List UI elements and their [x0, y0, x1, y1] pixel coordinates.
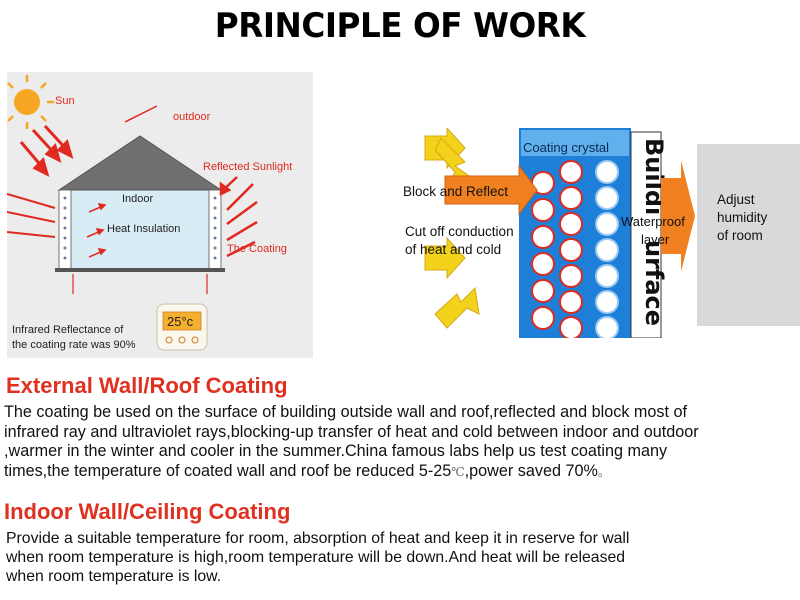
heat-insulation-label: Heat Insulation — [107, 223, 180, 235]
sun-icon — [7, 75, 54, 129]
paragraph-line: times,the temperature of coated wall and… — [4, 461, 610, 480]
adjust-label-1: Adjust — [717, 192, 755, 207]
left-side-arrows — [7, 193, 56, 238]
paragraph-line: when room temperature is low. — [6, 568, 222, 585]
paragraph-line: Provide a suitable temperature for room,… — [6, 530, 630, 547]
block-reflect-arrow — [444, 164, 538, 216]
house-coating-diagram: Sun outdoor Indoor Heat Insulation — [7, 72, 313, 358]
reflected-sunlight-label: Reflected Sunlight — [203, 161, 292, 173]
adjust-label-2: humidity — [717, 210, 768, 225]
paragraph-line: The coating be used on the surface of bu… — [4, 403, 687, 421]
house-interior — [68, 189, 212, 271]
caption-line-1: Infrared Reflectance of — [12, 324, 124, 336]
indoor-label: Indoor — [122, 193, 154, 205]
external-wall-paragraph: The coating be used on the surface of bu… — [4, 403, 699, 482]
paragraph-line: when room temperature is high,room tempe… — [6, 549, 626, 566]
heat-arrows — [424, 128, 480, 329]
humidity-arrow — [661, 160, 695, 272]
coating-crystal-circles — [531, 160, 619, 338]
outdoor-label: outdoor — [173, 111, 211, 123]
the-coating-label: The Coating — [227, 243, 287, 255]
paragraph-line: infrared ray and ultraviolet rays,blocki… — [4, 422, 699, 441]
room-panel — [697, 144, 800, 326]
waterproof-label-1: Waterproof — [621, 214, 685, 229]
caption-line-2: the coating rate was 90% — [12, 339, 136, 351]
paragraph-line: ,warmer in the winter and cooler in the … — [4, 442, 668, 460]
building-surface-bottom-label: urface — [640, 240, 668, 326]
page-title: PRINCIPLE OF WORK — [214, 6, 586, 46]
waterproof-label-2: layer — [641, 232, 670, 247]
coating-cross-section-diagram: Buildi urface Coating crystal Block and … — [403, 128, 800, 338]
celsius-symbol: ℃ — [451, 464, 465, 479]
indoor-wall-paragraph: Provide a suitable temperature for room,… — [6, 529, 629, 586]
external-wall-heading: External Wall/Roof Coating — [6, 373, 288, 398]
indoor-wall-heading: Indoor Wall/Ceiling Coating — [4, 499, 291, 524]
incoming-sunlight-arrows — [19, 124, 74, 177]
cut-off-label-2: of heat and cold — [405, 242, 501, 257]
adjust-label-3: of room — [717, 228, 763, 243]
cut-off-label-1: Cut off conduction — [405, 224, 514, 239]
block-reflect-label: Block and Reflect — [403, 184, 508, 199]
thermostat-icon — [156, 303, 208, 351]
inner-heat-arrows — [86, 203, 107, 258]
thermostat-value: 25°c — [167, 314, 194, 329]
coating-crystal-label: Coating crystal — [523, 140, 609, 155]
sun-label: Sun — [55, 95, 75, 107]
reflected-sunlight-arrows — [219, 176, 258, 258]
